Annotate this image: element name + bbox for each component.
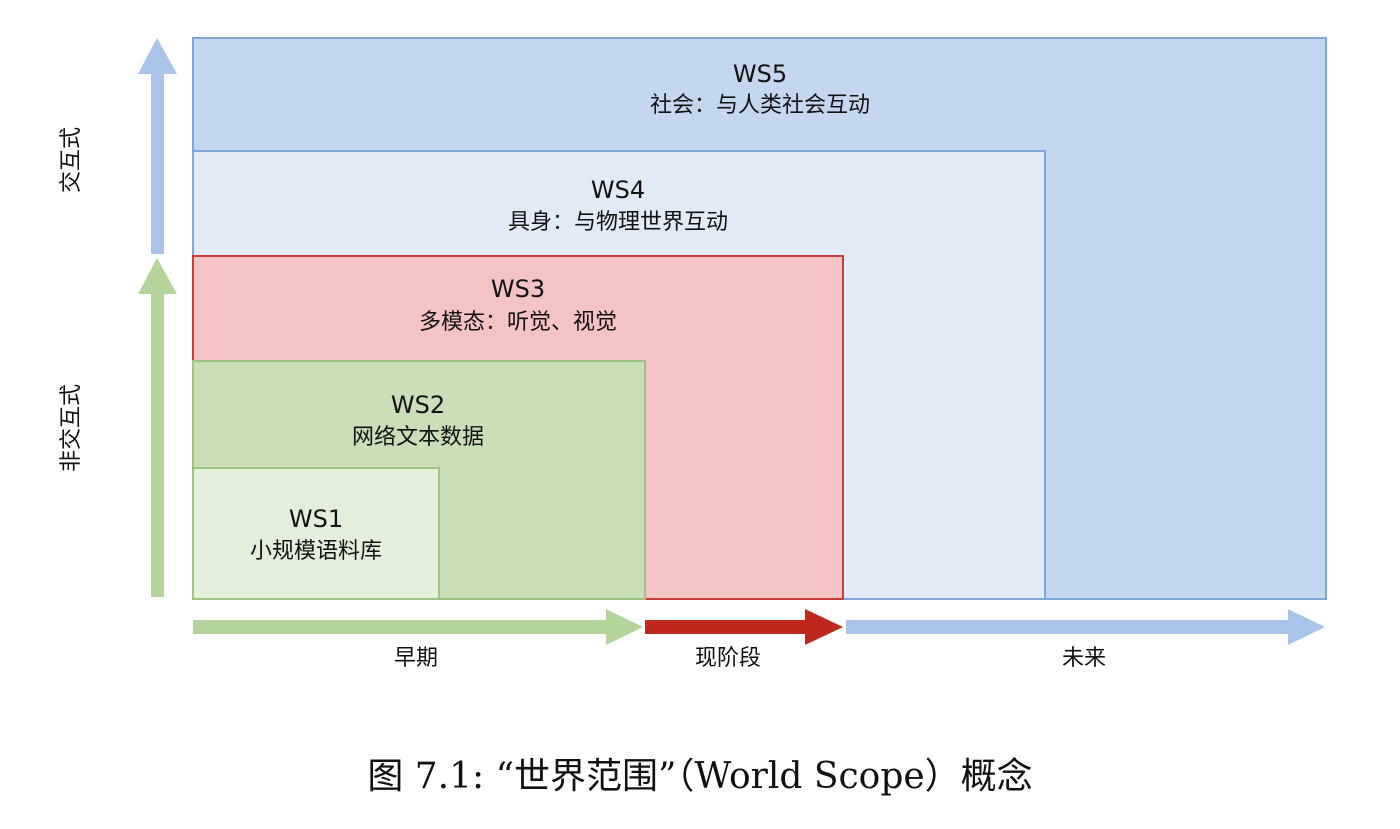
horizontal-arrow-future [846,609,1325,645]
scope-ws4-title: WS4 [591,176,645,204]
scope-ws1-box [192,467,440,600]
figure-caption: 图 7.1: “世界范围”（World Scope）概念 [367,756,1032,797]
vertical-arrow-interactive-shaft [151,72,164,254]
horizontal-arrow-future-shaft [846,620,1290,634]
scope-ws1-title: WS1 [289,505,343,533]
horizontal-label-current: 现阶段 [695,646,761,671]
vertical-label-non-interactive: 非交互式 [59,384,84,472]
vertical-arrow-non-interactive-head [138,258,177,294]
scope-ws4-subtitle: 具身：与物理世界互动 [508,210,728,235]
horizontal-arrow-early-shaft [193,620,608,634]
vertical-arrow-non-interactive-shaft [151,292,164,597]
scope-ws5-title: WS5 [733,60,787,88]
scope-ws3-subtitle: 多模态：听觉、视觉 [419,310,617,335]
vertical-arrow-interactive [138,38,177,254]
horizontal-label-early: 早期 [394,646,438,671]
horizontal-arrow-current-shaft [645,620,807,634]
vertical-arrow-interactive-head [138,38,177,74]
horizontal-arrow-current [645,609,843,645]
scope-ws5-subtitle: 社会：与人类社会互动 [650,93,870,118]
scope-ws1: WS1 小规模语料库 [192,467,440,600]
horizontal-arrow-early-head [606,609,643,645]
scope-ws2-title: WS2 [391,391,445,419]
horizontal-arrow-future-head [1288,609,1325,645]
horizontal-label-future: 未来 [1062,646,1106,671]
scope-ws1-subtitle: 小规模语料库 [250,539,382,564]
scope-ws3-title: WS3 [491,275,545,303]
vertical-label-interactive: 交互式 [59,127,84,193]
horizontal-arrow-early [193,609,643,645]
horizontal-arrow-current-head [805,609,843,645]
vertical-arrow-non-interactive [138,258,177,597]
scope-ws2-subtitle: 网络文本数据 [352,425,484,450]
